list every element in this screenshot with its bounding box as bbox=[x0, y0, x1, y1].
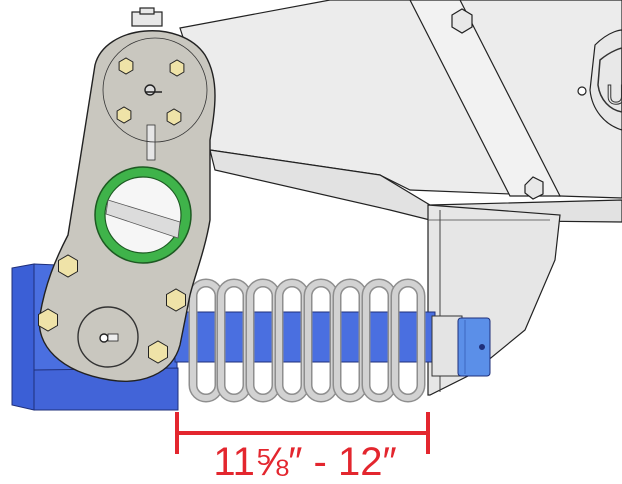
frame-lower-panel bbox=[209, 149, 622, 223]
frame-hex-nut-right bbox=[524, 176, 544, 200]
hex-bolt-icon bbox=[166, 288, 186, 312]
hex-bolt-icon bbox=[38, 308, 58, 332]
arm-pivot-center bbox=[144, 84, 156, 96]
spring-end-cap bbox=[431, 315, 491, 377]
spring-length-measurement: 11⅝″ - 12″ bbox=[213, 440, 397, 484]
coil-spring bbox=[188, 278, 426, 403]
svg-text:U: U bbox=[606, 79, 622, 110]
hex-bolt-icon bbox=[148, 340, 168, 364]
hex-bolt-icon bbox=[118, 57, 134, 75]
frame-diagonal-panel bbox=[409, 0, 561, 197]
hex-bolt-icon bbox=[116, 106, 132, 124]
hex-bolt-icon bbox=[169, 59, 185, 77]
logo-ring bbox=[597, 47, 622, 113]
arm-bolts bbox=[38, 57, 186, 364]
arm-slot bbox=[146, 124, 156, 161]
measurement-bracket bbox=[175, 412, 430, 454]
trailer-frame: U bbox=[131, 0, 622, 396]
hex-bolt-icon bbox=[166, 108, 182, 126]
frame-hex-nut-top bbox=[451, 8, 473, 34]
hex-bolt-icon bbox=[58, 254, 78, 278]
spring-coil-highlight bbox=[392, 280, 424, 401]
